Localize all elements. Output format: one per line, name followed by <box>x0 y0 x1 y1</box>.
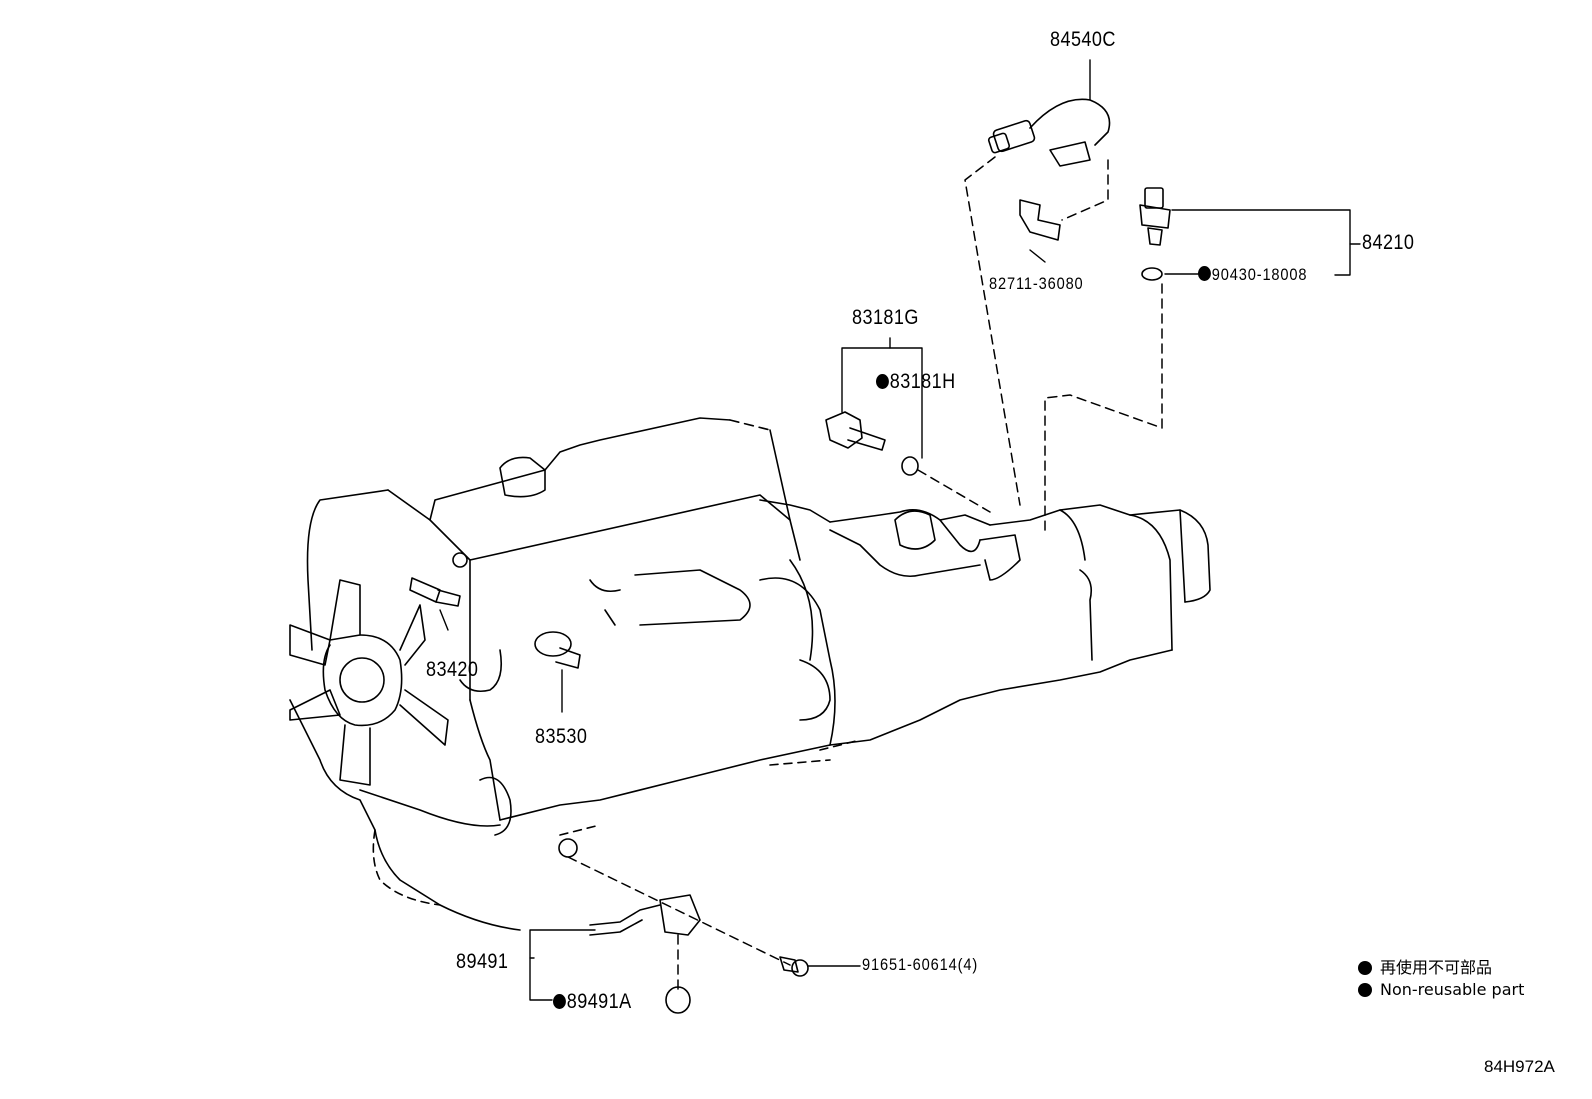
engine-drawing <box>289 417 1211 931</box>
label-91651-60614[interactable]: 91651-60614(4) <box>862 955 979 974</box>
leader-lines <box>439 59 1361 1001</box>
sensor-83530-drawing <box>534 631 581 669</box>
label-83181H-text: 83181H <box>889 370 956 393</box>
label-90430-text: 90430-18008 <box>1211 265 1308 284</box>
legend-jp-text: 再使用不可部品 <box>1380 958 1493 977</box>
legend-dot-icon <box>1358 961 1372 975</box>
legend-en: Non-reusable part <box>1358 980 1524 999</box>
label-90430-18008[interactable]: 90430-18008 <box>1198 265 1307 285</box>
non-reusable-dot-icon <box>1198 266 1211 281</box>
sensor-83420-drawing <box>409 577 461 607</box>
label-83181H[interactable]: 83181H <box>876 370 956 394</box>
legend-en-text: Non-reusable part <box>1380 980 1525 999</box>
label-84210[interactable]: 84210 <box>1362 231 1415 254</box>
label-82711-36080[interactable]: 82711-36080 <box>989 274 1084 293</box>
non-reusable-dot-icon <box>876 374 889 389</box>
bracket-82711-drawing <box>1019 199 1061 241</box>
label-83181G[interactable]: 83181G <box>852 306 919 329</box>
diagram-reference: 84H972A <box>1484 1057 1555 1076</box>
legend-jp: 再使用不可部品 <box>1358 954 1492 978</box>
label-84540C[interactable]: 84540C <box>1050 28 1116 51</box>
legend-dot-icon <box>1358 983 1372 997</box>
label-83530[interactable]: 83530 <box>535 725 588 748</box>
sensor-89491-drawing <box>589 894 701 1014</box>
label-89491A-text: 89491A <box>566 990 632 1013</box>
switch-84210-drawing <box>1139 187 1171 281</box>
sensor-84540C-drawing <box>987 98 1111 167</box>
label-83420[interactable]: 83420 <box>426 658 479 681</box>
dashed-connections <box>567 156 1163 991</box>
non-reusable-dot-icon <box>553 994 566 1009</box>
label-89491A[interactable]: 89491A <box>553 990 632 1014</box>
bolt-91651-drawing <box>779 956 809 977</box>
label-89491[interactable]: 89491 <box>456 950 509 973</box>
sensor-83181G-drawing <box>825 411 919 476</box>
